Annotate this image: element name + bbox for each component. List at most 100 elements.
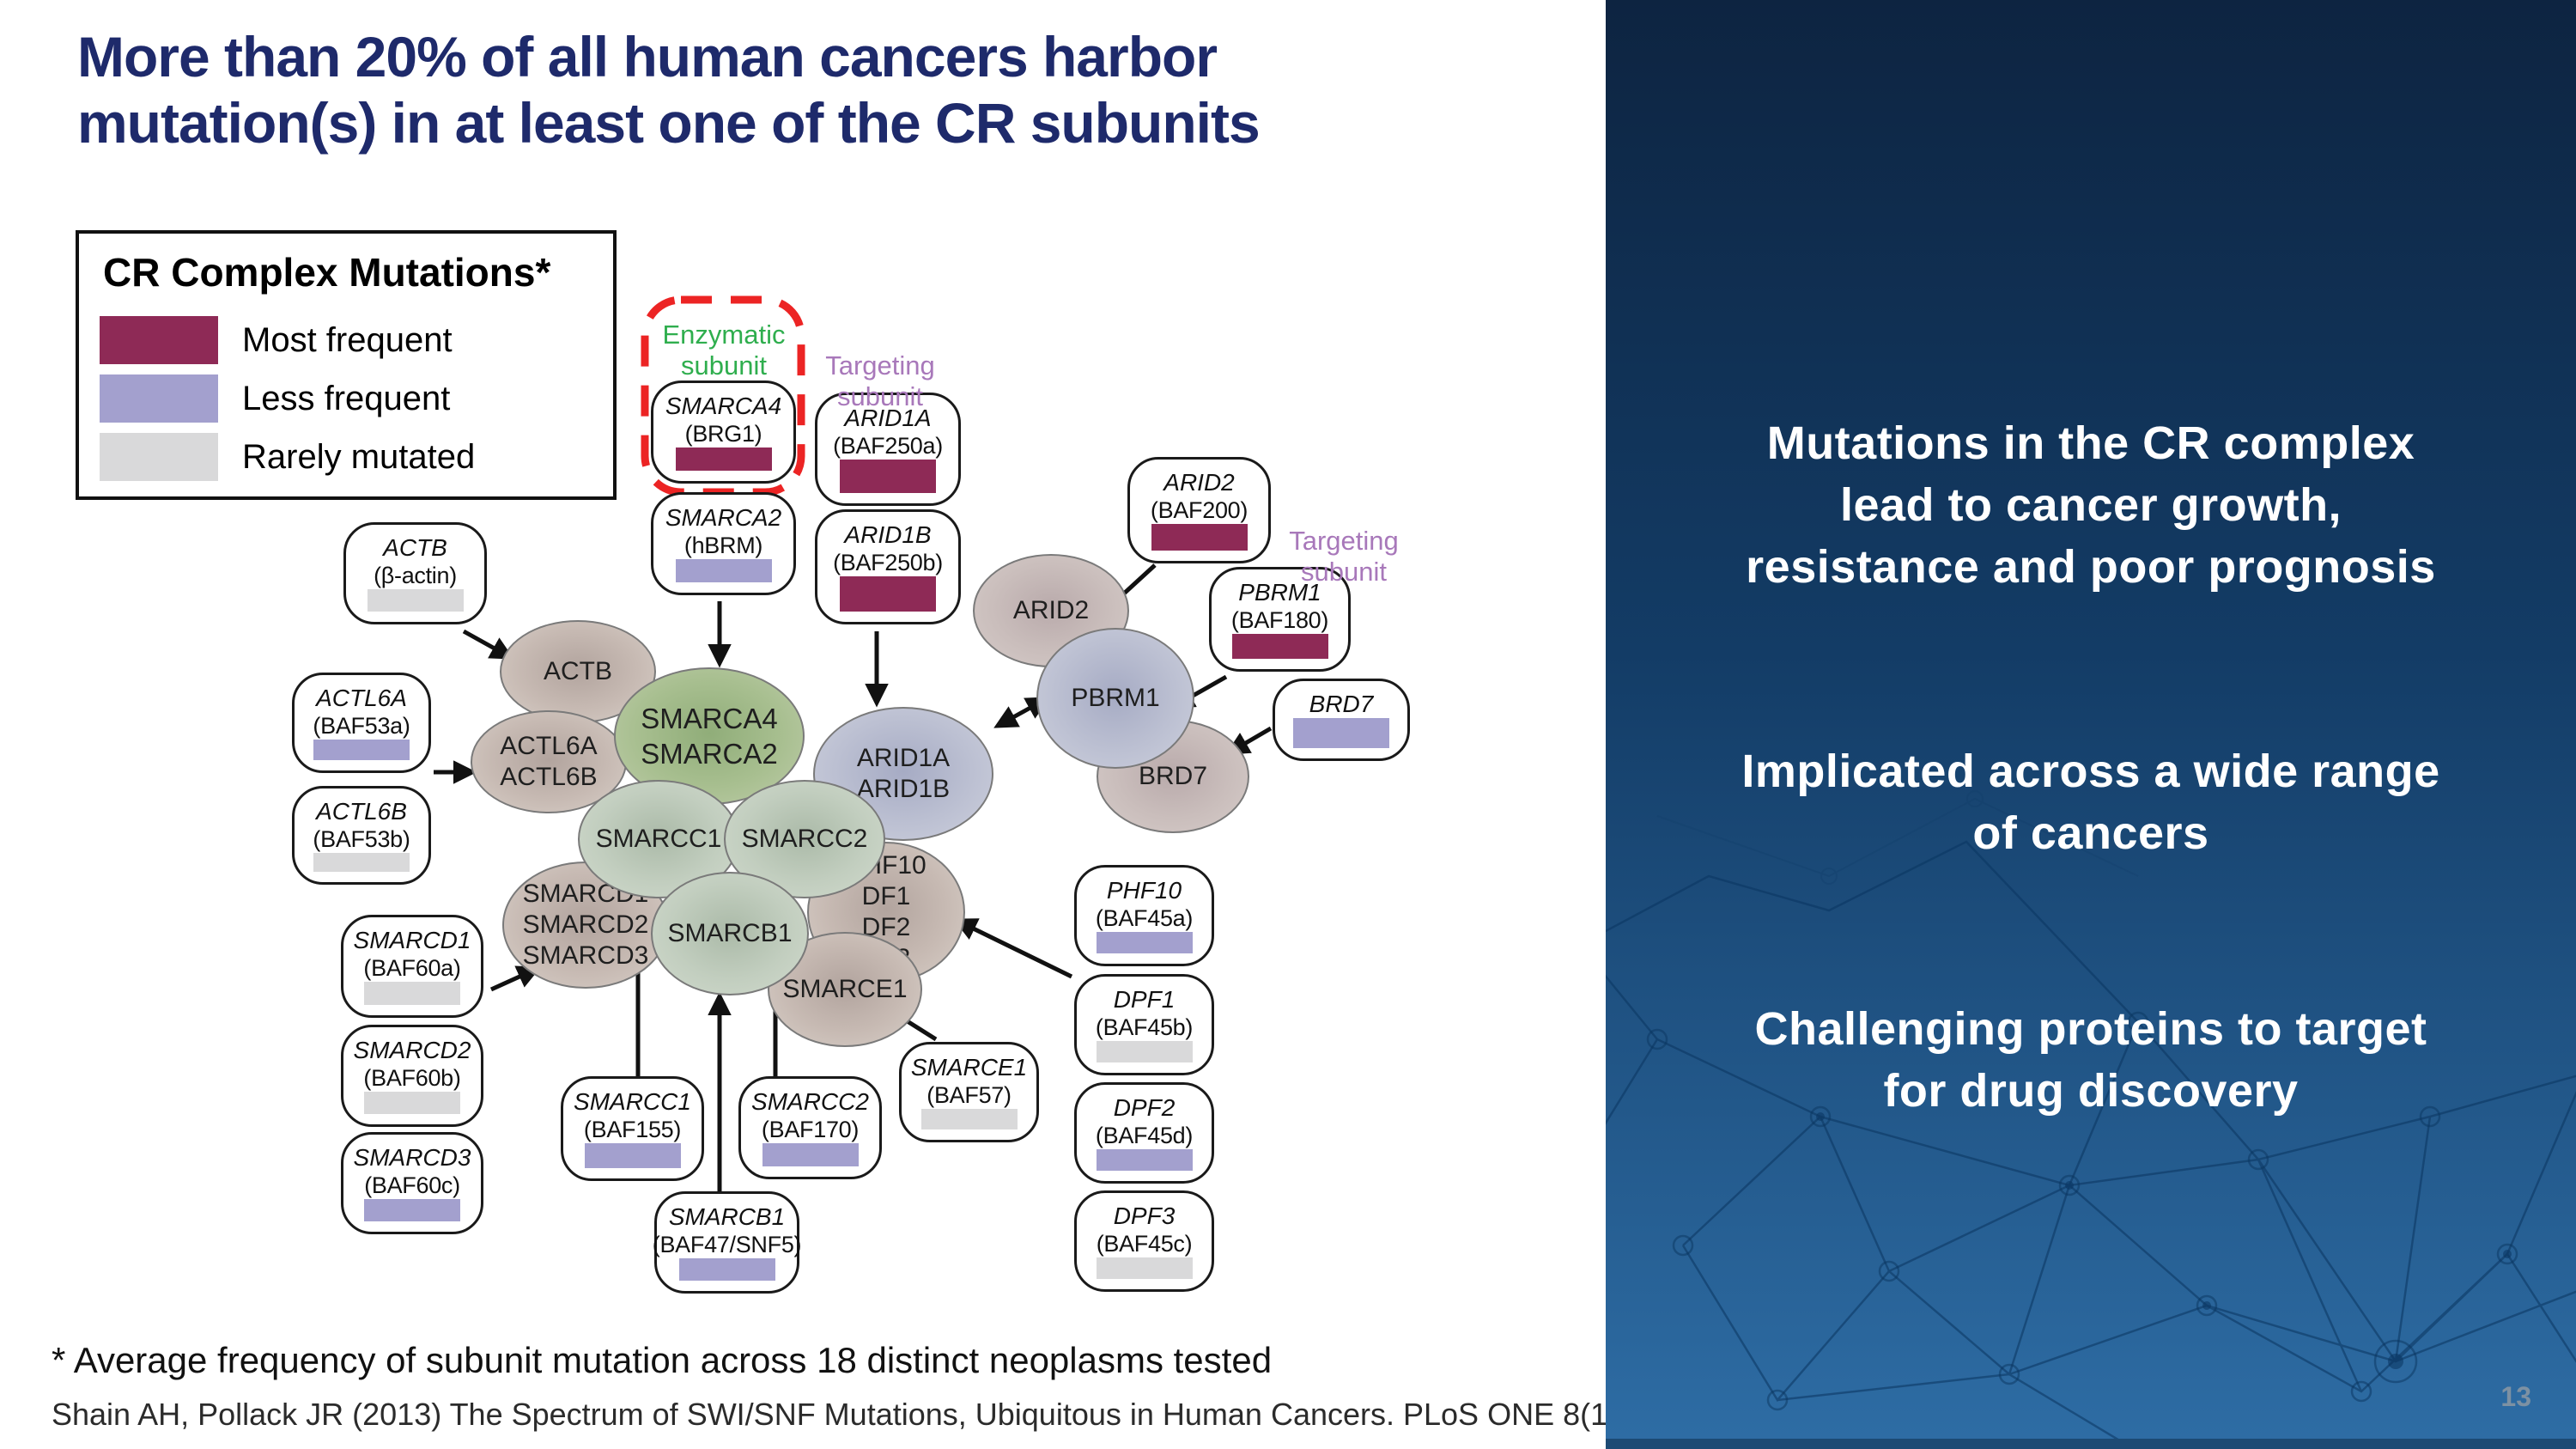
arid2-ellipse-label: ARID2 — [1013, 595, 1089, 626]
legend-item-less: Less frequent — [100, 374, 613, 423]
smarce1-ellipse-label: SMARCE1 — [782, 974, 907, 1005]
arid2-box-frequency-bar — [1151, 524, 1248, 551]
smarce1-box-gene: SMARCE1 — [910, 1054, 1028, 1081]
arid1b-box-gene: ARID1B — [844, 521, 932, 548]
smarcd-ellipse-label-line: SMARCD2 — [522, 910, 649, 939]
legend-item-most: Most frequent — [100, 316, 613, 364]
slide-title: More than 20% of all human cancers harbo… — [77, 24, 1261, 156]
smarca2-box: SMARCA2(hBRM) — [651, 492, 796, 595]
arid2-box-gene: ARID2 — [1163, 469, 1235, 496]
smarce1-ellipse-label-line: SMARCE1 — [782, 975, 908, 1003]
brd7-box-gene: BRD7 — [1309, 691, 1374, 717]
brd7-ellipse-label: BRD7 — [1139, 761, 1207, 792]
smarcd2-box-alias: (BAF60b) — [363, 1065, 461, 1091]
enzymatic-subunit-label-line: Enzymatic — [662, 320, 786, 350]
targeting-subunit-label-1-line: subunit — [837, 381, 923, 411]
smarcc1-ellipse-label-line: SMARCC1 — [595, 825, 722, 853]
key-message-3-line: for drug discovery — [1883, 1065, 2299, 1117]
right-panel: Mutations in the CR complex lead to cance… — [1606, 0, 2576, 1449]
phf10-box-alias: (BAF45a) — [1095, 905, 1194, 931]
smarcc1-ellipse: SMARCC1 — [578, 780, 739, 898]
dpf1-box: DPF1(BAF45b) — [1074, 974, 1214, 1075]
smarca4-box-alias: (BRG1) — [684, 421, 762, 447]
smarcc2-ellipse-label: SMARCC2 — [742, 824, 868, 855]
smarcd2-box-frequency-bar — [364, 1092, 460, 1114]
legend-swatch-rare — [100, 433, 218, 481]
actl6b-box-gene: ACTL6B — [316, 798, 407, 825]
smarcb1-box-frequency-bar — [678, 1258, 775, 1281]
dpf2-box-frequency-bar — [1096, 1149, 1193, 1171]
dpf2-box-gene: DPF2 — [1113, 1094, 1176, 1121]
smarcc1-box-alias: (BAF155) — [583, 1117, 682, 1142]
arid2-box: ARID2(BAF200) — [1127, 457, 1271, 563]
smarca-ellipse-label-line: SMARCA2 — [641, 738, 778, 770]
smarcb1-box: SMARCB1(BAF47/SNF5) — [652, 1191, 802, 1294]
actb-ellipse-label: ACTB — [544, 656, 612, 687]
actb-box-alias: (β-actin) — [374, 563, 457, 588]
arid1a-box-frequency-bar — [840, 460, 936, 493]
key-message-1-line: lead to cancer growth, — [1839, 479, 2342, 531]
actl6a-box: ACTL6A(BAF53a) — [292, 673, 431, 773]
smarce1-box-frequency-bar — [920, 1109, 1018, 1129]
smarcd1-box-alias: (BAF60a) — [363, 955, 461, 981]
smarcc2-box-alias: (BAF170) — [761, 1117, 860, 1142]
key-message-3-line: Challenging proteins to target — [1754, 1003, 2427, 1055]
citation: Shain AH, Pollack JR (2013) The Spectrum… — [52, 1397, 1736, 1432]
actl6a-box-alias: (BAF53a) — [313, 713, 410, 739]
smarcd3-box-gene: SMARCD3 — [353, 1144, 471, 1171]
arid1a-box: ARID1A(BAF250a) — [815, 393, 961, 506]
smarcc1-box: SMARCC1(BAF155) — [561, 1076, 704, 1181]
connector-arrow-13 — [953, 918, 1073, 979]
legend-label-rare: Rarely mutated — [242, 437, 476, 476]
arid1a-box-gene: ARID1A — [844, 405, 932, 431]
actl6a-box-frequency-bar — [313, 740, 410, 760]
slide-title-line1: More than 20% of all human cancers harbo… — [77, 25, 1218, 88]
smarcd3-box-alias: (BAF60c) — [364, 1172, 460, 1198]
smarcd3-box-frequency-bar — [364, 1199, 460, 1221]
dpf3-box: DPF3(BAF45c) — [1074, 1190, 1214, 1292]
arid1-ellipse-label-line: ARID1A — [856, 744, 951, 772]
actl6b-box-alias: (BAF53b) — [313, 826, 410, 852]
smarcb1-box-alias: (BAF47/SNF5) — [652, 1232, 802, 1257]
smarca-ellipse-label-line: SMARCA4 — [641, 703, 778, 734]
smarcb1-ellipse-label: SMARCB1 — [667, 918, 792, 949]
slide-title-line2: mutation(s) in at least one of the CR su… — [77, 91, 1261, 155]
page-number: 13 — [2500, 1381, 2531, 1412]
smarcb1-ellipse-label-line: SMARCB1 — [667, 919, 793, 947]
connector-arrow-0 — [462, 629, 514, 660]
arid1a-box-alias: (BAF250a) — [833, 433, 943, 459]
panel-bottom-strip — [1606, 1439, 2576, 1449]
dpf1-box-frequency-bar — [1096, 1041, 1193, 1062]
dpf2-box-alias: (BAF45d) — [1095, 1123, 1194, 1148]
targeting-subunit-label-2-line: Targeting — [1289, 526, 1399, 556]
targeting-subunit-label-2-line: subunit — [1301, 557, 1387, 587]
dpf3-box-alias: (BAF45c) — [1096, 1231, 1193, 1257]
key-message-1-line: Mutations in the CR complex — [1766, 417, 2415, 469]
phf10-ellipse-label-line: DF1 — [861, 882, 911, 910]
smarcd1-box-frequency-bar — [364, 982, 460, 1005]
smarcd2-box-gene: SMARCD2 — [353, 1037, 471, 1063]
smarcc1-box-gene: SMARCC1 — [574, 1088, 691, 1115]
smarcc1-ellipse-label: SMARCC1 — [596, 824, 722, 855]
smarca4-box-frequency-bar — [675, 447, 772, 471]
dpf3-box-frequency-bar — [1096, 1257, 1193, 1279]
dpf1-box-alias: (BAF45b) — [1095, 1014, 1194, 1040]
smarca2-box-alias: (hBRM) — [683, 533, 763, 558]
smarcc2-ellipse-label-line: SMARCC2 — [741, 825, 868, 853]
key-message-3: Challenging proteins to target for drug d… — [1606, 998, 2576, 1122]
smarcc2-box-frequency-bar — [762, 1143, 859, 1166]
smarcc1-box-frequency-bar — [584, 1143, 681, 1168]
legend-swatch-most — [100, 316, 218, 364]
pbrm1-ellipse: PBRM1 — [1036, 628, 1194, 769]
arid2-ellipse-label-line: ARID2 — [1012, 596, 1090, 624]
actl6a-box-gene: ACTL6A — [316, 685, 407, 711]
